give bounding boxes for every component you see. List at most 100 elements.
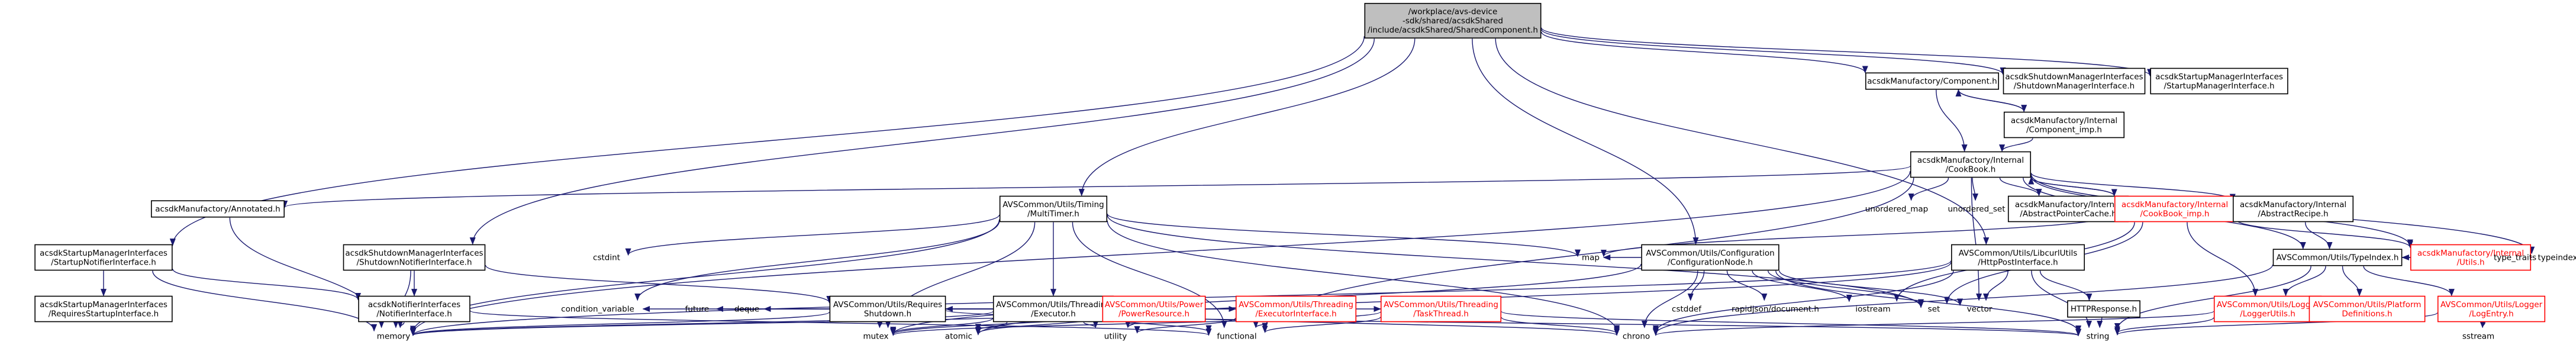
- node-atomic: atomic: [945, 332, 972, 341]
- dependency-edge: [2480, 320, 2486, 328]
- node-box: [1951, 244, 2085, 271]
- node-box: [2309, 295, 2426, 323]
- node-label-line: set: [1928, 305, 1940, 314]
- node-label-line: unordered_set: [1948, 205, 2005, 214]
- edge-logger-utils-to-string: [2114, 317, 2214, 334]
- node-box: [1364, 2, 1542, 39]
- node-type-traits: type_traits: [2494, 253, 2536, 263]
- dependency-edge: [1999, 138, 2033, 152]
- node-label-line: AVSCommon/Utils/Requires: [833, 300, 942, 310]
- node-box: [2232, 195, 2354, 223]
- edge-http-post-to-vector: [1982, 270, 2008, 301]
- dependency-edge: [1107, 215, 1924, 308]
- dependency-edge: [1752, 270, 1852, 302]
- node-component-imp[interactable]: acsdkManufactory/Internal/Component_imp.…: [2003, 111, 2125, 138]
- node-startup-notifier[interactable]: acsdkStartupManagerInterfaces/StartupNot…: [34, 244, 173, 271]
- node-box: [1641, 244, 1779, 271]
- node-layer: /workplace/avs-device-sdk/shared/acsdkSh…: [34, 2, 2576, 341]
- node-utils-h[interactable]: acsdkManufactory/Internal/Utils.h: [2410, 244, 2532, 271]
- node-box: [2213, 295, 2322, 323]
- node-multitimer[interactable]: AVSCommon/Utils/Timing/MultiTimer.h: [999, 195, 1108, 223]
- dependency-edge: [1726, 270, 1768, 301]
- edge-cookbook-to-unordered-set: [1972, 178, 1979, 201]
- node-label-line: acsdkManufactory/Internal: [2015, 200, 2122, 210]
- edge-root-to-config-node: [1472, 38, 1699, 245]
- dependency-edge: [1078, 38, 1416, 196]
- node-shutdown-notifier[interactable]: acsdkShutdownManagerInterfaces/ShutdownN…: [343, 244, 486, 271]
- node-executor[interactable]: AVSCommon/Utils/Threading/Executor.h: [992, 295, 1114, 323]
- node-typeindex-h[interactable]: AVSCommon/Utils/TypeIndex.h: [2272, 249, 2403, 266]
- node-label-line: /Component_imp.h: [2026, 125, 2102, 134]
- dependency-edge: [1262, 316, 1381, 333]
- node-logger-utils[interactable]: AVSCommon/Utils/Logger/LoggerUtils.h: [2213, 295, 2322, 323]
- node-box: [2003, 67, 2146, 95]
- dependency-edge: [485, 265, 833, 304]
- node-label-line: acsdkManufactory/Internal: [2011, 116, 2117, 125]
- node-shutdown-mgr[interactable]: acsdkShutdownManagerInterfaces/ShutdownM…: [2003, 67, 2146, 95]
- node-cookbook-imp[interactable]: acsdkManufactory/Internal/CookBook_imp.h: [2114, 195, 2236, 223]
- dependency-edge: [1687, 270, 1705, 301]
- node-set: set: [1928, 305, 1940, 314]
- node-root[interactable]: /workplace/avs-device-sdk/shared/acsdkSh…: [1364, 2, 1542, 39]
- node-box: [999, 195, 1108, 223]
- edge-root-to-shutdown-mgr: [1541, 29, 2006, 75]
- node-executor-iface[interactable]: AVSCommon/Utils/Threading/ExecutorInterf…: [1235, 295, 1357, 323]
- node-label-line: /workplace/avs-device: [1408, 7, 1498, 17]
- dependency-edge: [469, 38, 1375, 245]
- node-label-line: /NotifierInterface.h: [376, 309, 452, 318]
- node-label-line: /TaskThread.h: [1413, 309, 1469, 318]
- node-notifier-iface[interactable]: acsdkNotifierInterfaces/NotifierInterfac…: [358, 295, 470, 323]
- edge-executor-iface-to-functional: [1253, 320, 1268, 328]
- dependency-edge: [1779, 270, 1964, 306]
- node-label-line: AVSCommon/Utils/Configuration: [1646, 249, 1774, 258]
- edge-root-to-http-post: [1495, 38, 1990, 245]
- edge-root-to-component: [1541, 31, 1868, 74]
- node-log-entry[interactable]: AVSCommon/Utils/Logger/LogEntry.h: [2437, 295, 2546, 323]
- node-http-post[interactable]: AVSCommon/Utils/LibcurlUtils/HttpPostInt…: [1951, 244, 2085, 271]
- edge-cookbook-imp-to-utils-h: [2235, 218, 2413, 249]
- edge-http-response-to-string: [2097, 317, 2103, 328]
- node-label-line: Definitions.h: [2342, 309, 2392, 318]
- node-label-line: string: [2087, 332, 2110, 341]
- node-box: [2150, 67, 2288, 95]
- node-startup-mgr[interactable]: acsdkStartupManagerInterfaces/StartupMan…: [2150, 67, 2288, 95]
- node-http-response[interactable]: HTTPResponse.h: [2067, 300, 2140, 318]
- dependency-edge: [2031, 270, 2093, 328]
- node-deque: deque: [734, 305, 759, 314]
- node-map: map: [1582, 253, 1600, 263]
- node-mutex: mutex: [863, 332, 888, 341]
- edge-abstract-recipe-to-typeindex-h: [2304, 222, 2333, 250]
- dependency-edge: [1982, 270, 2008, 301]
- node-power-resource[interactable]: AVSCommon/Utils/Power/PowerResource.h: [1102, 295, 1206, 323]
- node-component[interactable]: acsdkManufactory/Component.h: [1865, 72, 2000, 90]
- node-requires-startup[interactable]: acsdkStartupManagerInterfaces/RequiresSt…: [34, 295, 173, 323]
- node-label-line: mutex: [863, 332, 888, 341]
- node-annotated[interactable]: acsdkManufactory/Annotated.h: [151, 200, 285, 218]
- node-unordered-set: unordered_set: [1948, 205, 2005, 214]
- node-label-line: /MultiTimer.h: [1027, 209, 1079, 218]
- node-box: [992, 295, 1114, 323]
- edge-cookbook-to-abstract-ptr-cache: [1999, 178, 2042, 196]
- node-string: string: [2087, 332, 2110, 341]
- node-label-line: acsdkManufactory/Component.h: [1867, 77, 1997, 86]
- node-config-node[interactable]: AVSCommon/Utils/Configuration/Configurat…: [1641, 244, 1779, 271]
- edge-typeindex-h-to-log-entry: [2363, 266, 2455, 297]
- node-label-line: atomic: [945, 332, 972, 341]
- node-box: [1865, 72, 2000, 90]
- node-box: [2410, 244, 2532, 271]
- node-cookbook[interactable]: acsdkManufactory/Internal/CookBook.h: [1910, 151, 2032, 178]
- node-abstract-ptr-cache[interactable]: acsdkManufactory/Internal/AbstractPointe…: [2007, 195, 2129, 223]
- node-task-thread[interactable]: AVSCommon/Utils/Threading/TaskThread.h: [1380, 295, 1502, 323]
- node-label-line: type_traits: [2494, 253, 2536, 263]
- edge-config-node-to-string: [1775, 270, 2082, 333]
- node-abstract-recipe[interactable]: acsdkManufactory/Internal/AbstractRecipe…: [2232, 195, 2354, 223]
- dependency-edge: [169, 36, 1365, 246]
- node-label-line: future: [685, 305, 710, 314]
- edge-requires-shutdown-to-mutex: [876, 320, 883, 328]
- edge-notifier-iface-to-functional: [470, 310, 1211, 336]
- dependency-edge: [1107, 220, 1620, 333]
- node-label-line: /include/acsdkShared/SharedComponent.h: [1368, 25, 1538, 35]
- edge-config-node-to-iostream: [1752, 270, 1852, 302]
